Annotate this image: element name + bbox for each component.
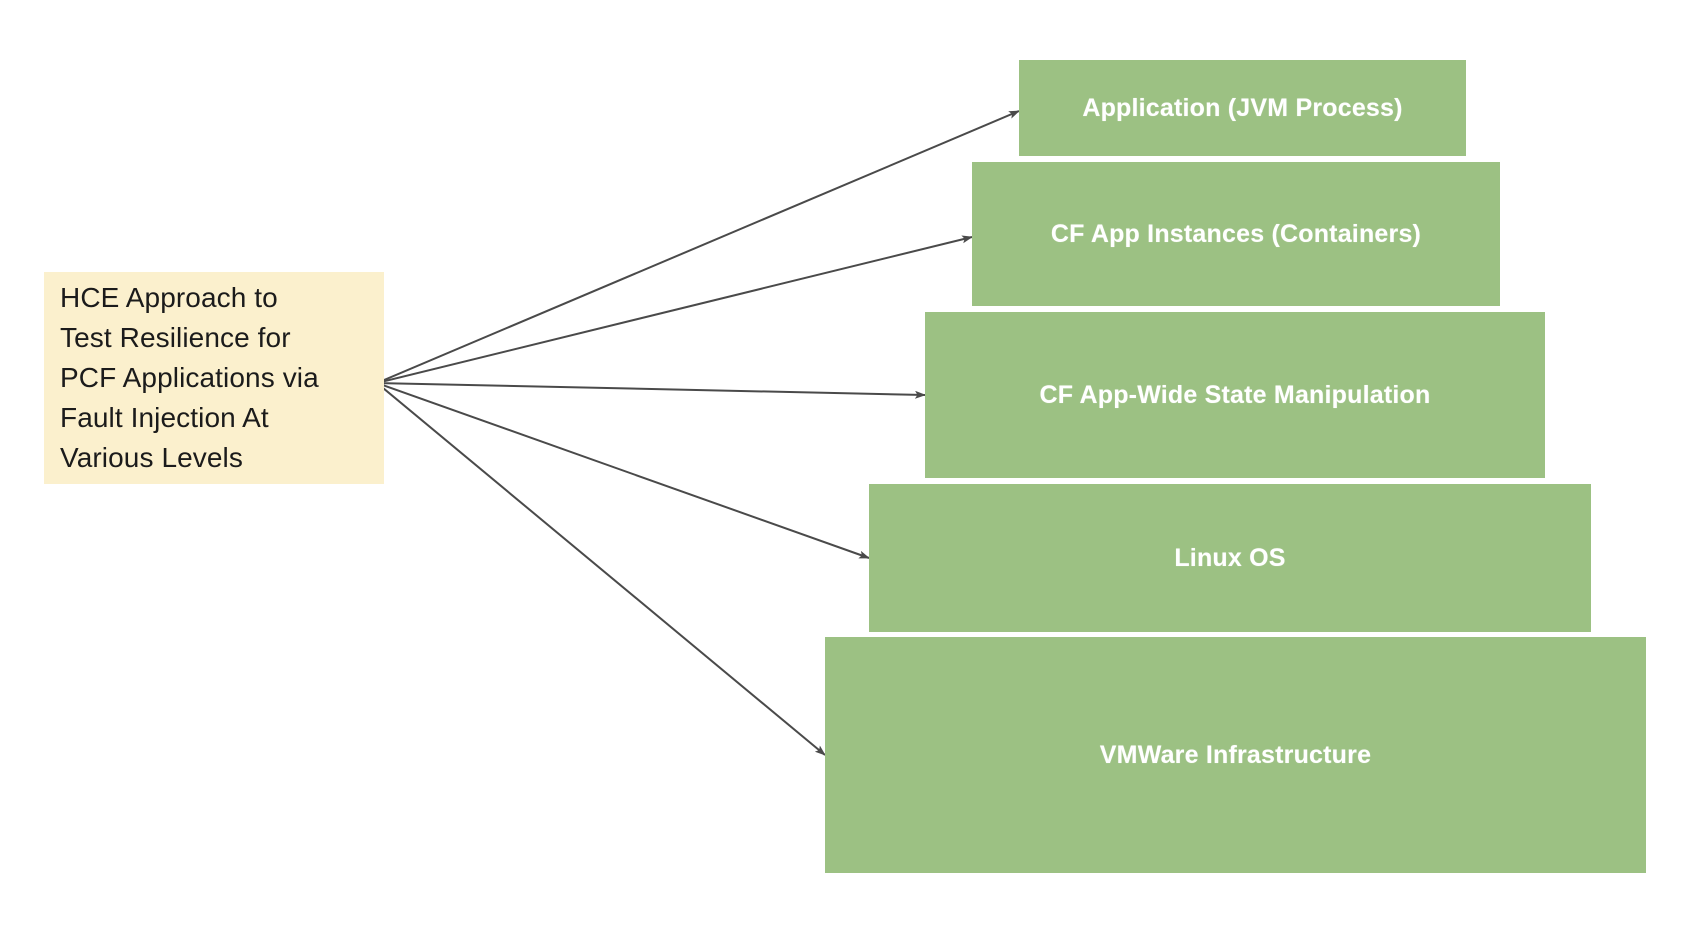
hce-approach-note[interactable]: HCE Approach to Test Resilience for PCF … — [44, 272, 384, 484]
arrow-to-layer-linux-os — [376, 382, 870, 559]
layer-linux-os-label: Linux OS — [1174, 543, 1286, 572]
layer-cf-app-instances[interactable]: CF App Instances (Containers) — [972, 162, 1500, 306]
layer-application[interactable]: Application (JVM Process) — [1019, 60, 1466, 156]
arrow-to-layer-cf-app-wide-state — [376, 382, 926, 399]
arrow-to-layer-application — [376, 110, 1020, 384]
layer-cf-app-instances-label: CF App Instances (Containers) — [1050, 219, 1422, 248]
layer-cf-app-wide-state[interactable]: CF App-Wide State Manipulation — [925, 312, 1545, 478]
arrow-to-layer-cf-app-instances — [376, 235, 973, 384]
layer-application-label: Application (JVM Process) — [1082, 93, 1403, 122]
hce-approach-note-text: HCE Approach to Test Resilience for PCF … — [60, 282, 319, 473]
arrow-to-layer-vmware-infrastructure — [376, 382, 826, 756]
layer-linux-os[interactable]: Linux OS — [869, 484, 1591, 632]
layer-cf-app-wide-state-label: CF App-Wide State Manipulation — [1039, 380, 1431, 409]
layer-vmware-infrastructure-label: VMWare Infrastructure — [1099, 740, 1372, 769]
layer-vmware-infrastructure[interactable]: VMWare Infrastructure — [825, 637, 1646, 873]
